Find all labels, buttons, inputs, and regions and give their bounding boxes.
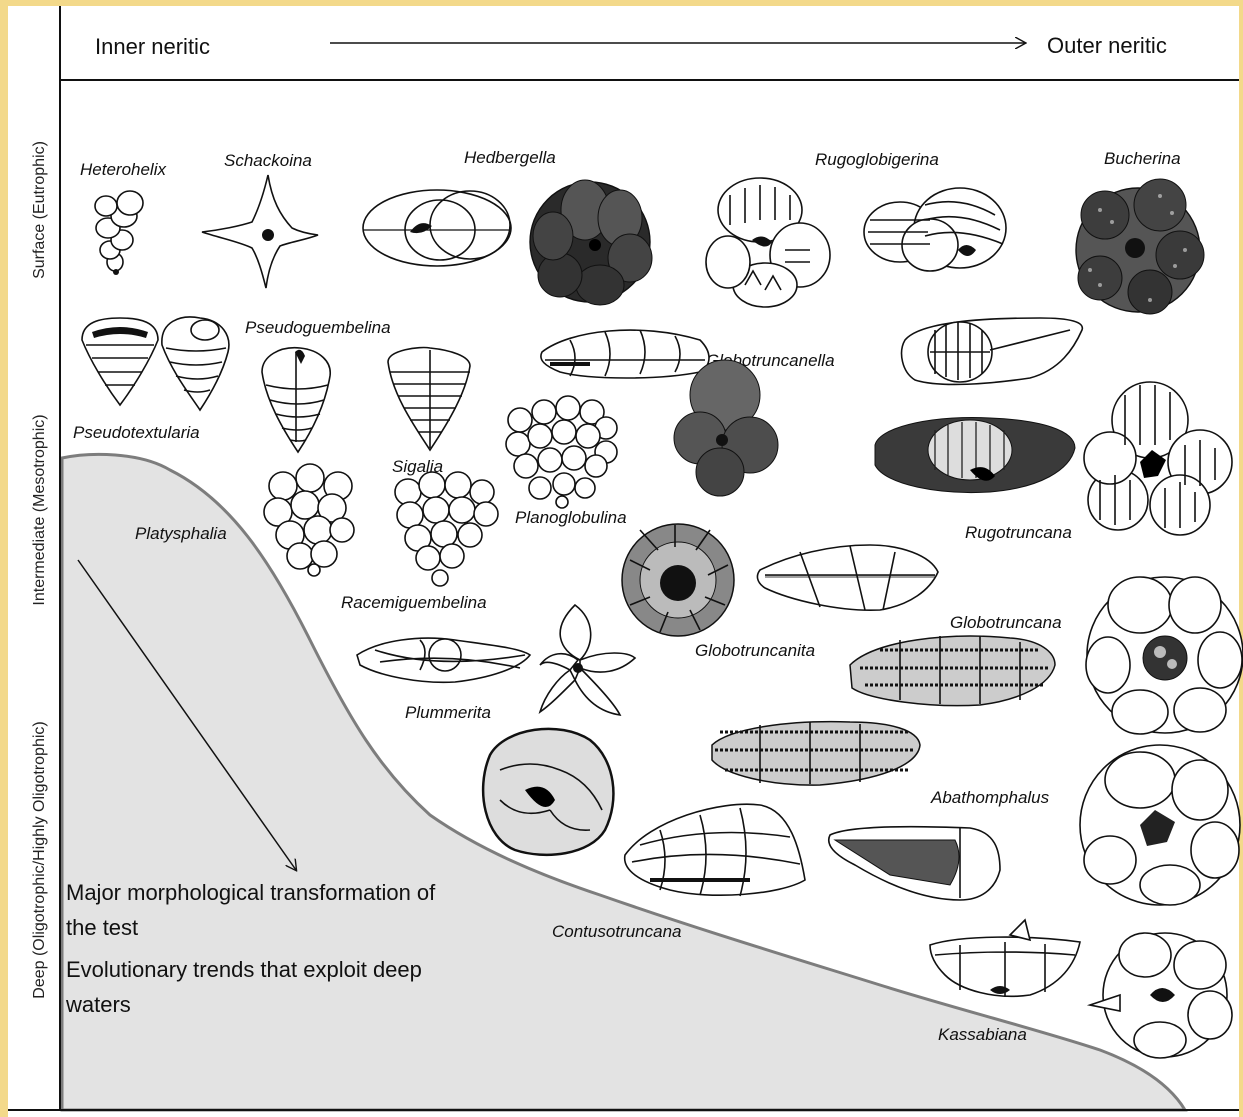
label-schackoina: Schackoina bbox=[224, 151, 312, 170]
zone-intermediate-label: Intermediate (Mesotrophic) bbox=[31, 414, 48, 605]
planoglobulina-drawing bbox=[506, 396, 617, 508]
label-hedbergella: Hedbergella bbox=[464, 148, 556, 167]
label-kassabiana: Kassabiana bbox=[938, 1025, 1027, 1044]
abathomphalus-side-drawing bbox=[829, 827, 1000, 900]
contusotruncana-umbilical-drawing bbox=[483, 729, 613, 855]
zone-deep-label: Deep (Oligotrophic/Highly Oligotrophic) bbox=[31, 721, 48, 998]
label-platysphalia: Platysphalia bbox=[135, 524, 227, 543]
note-line-3: Evolutionary trends that exploit deep bbox=[66, 957, 422, 982]
hedbergella-side-drawing bbox=[363, 190, 511, 266]
contusotruncana-side-drawing bbox=[625, 804, 805, 896]
rugotruncana-top-drawing bbox=[902, 318, 1083, 384]
sigalia-drawing bbox=[388, 348, 470, 450]
globotruncana-side-drawing bbox=[850, 636, 1055, 706]
racemiguembelina-drawing bbox=[395, 472, 498, 586]
hedbergella-umbilical-drawing bbox=[530, 180, 652, 305]
inner-neritic-label: Inner neritic bbox=[95, 34, 210, 59]
label-heterohelix: Heterohelix bbox=[80, 160, 166, 179]
label-globotruncanita: Globotruncanita bbox=[695, 641, 815, 660]
label-abathomphalus: Abathomphalus bbox=[930, 788, 1050, 807]
note-line-1: Major morphological transformation of bbox=[66, 880, 436, 905]
bucherina-drawing bbox=[1076, 179, 1204, 314]
globotruncana-band-drawing bbox=[712, 722, 920, 785]
rugotruncana-side-drawing bbox=[875, 417, 1075, 492]
note-line-4: waters bbox=[65, 992, 131, 1017]
rugoglobigerina-side-drawing bbox=[864, 188, 1006, 271]
globotruncanella-side-drawing bbox=[541, 330, 709, 378]
deep-water-area bbox=[62, 454, 1185, 1110]
label-planoglobulina: Planoglobulina bbox=[515, 508, 627, 527]
zone-surface-label: Surface (Eutrophic) bbox=[31, 141, 48, 279]
pseudotextularia-drawing bbox=[82, 317, 229, 410]
label-racemiguembelina: Racemiguembelina bbox=[341, 593, 487, 612]
rugoglobigerina-umbilical-drawing bbox=[706, 178, 830, 307]
globotruncanita-umbilical-drawing bbox=[622, 524, 734, 636]
kassabiana-umbilical-drawing bbox=[1090, 933, 1232, 1058]
plummerita-umbilical-drawing bbox=[540, 605, 635, 715]
label-rugoglobigerina: Rugoglobigerina bbox=[815, 150, 939, 169]
kassabiana-side-drawing bbox=[930, 920, 1080, 997]
globotruncana-umbilical-drawing bbox=[1086, 577, 1243, 734]
platysphalia-drawing bbox=[264, 464, 354, 576]
note-line-2: the test bbox=[66, 915, 138, 940]
label-contusotruncana: Contusotruncana bbox=[552, 922, 681, 941]
label-pseudotextularia: Pseudotextularia bbox=[73, 423, 200, 442]
label-rugotruncana: Rugotruncana bbox=[965, 523, 1072, 542]
heterohelix-drawing bbox=[95, 191, 143, 275]
label-pseudoguembelina: Pseudoguembelina bbox=[245, 318, 391, 337]
globotruncanita-side-drawing bbox=[757, 545, 938, 610]
label-globotruncana: Globotruncana bbox=[950, 613, 1062, 632]
rugotruncana-umbilical-drawing bbox=[1084, 382, 1232, 535]
label-bucherina: Bucherina bbox=[1104, 149, 1181, 168]
abathomphalus-umbilical-drawing bbox=[1080, 745, 1240, 905]
globotruncanella-umbilical-drawing bbox=[674, 360, 778, 496]
outer-neritic-label: Outer neritic bbox=[1047, 33, 1167, 58]
pseudoguembelina-drawing bbox=[262, 348, 330, 452]
label-plummerita: Plummerita bbox=[405, 703, 491, 722]
schackoina-drawing bbox=[202, 175, 318, 288]
plummerita-side-drawing bbox=[357, 638, 530, 682]
